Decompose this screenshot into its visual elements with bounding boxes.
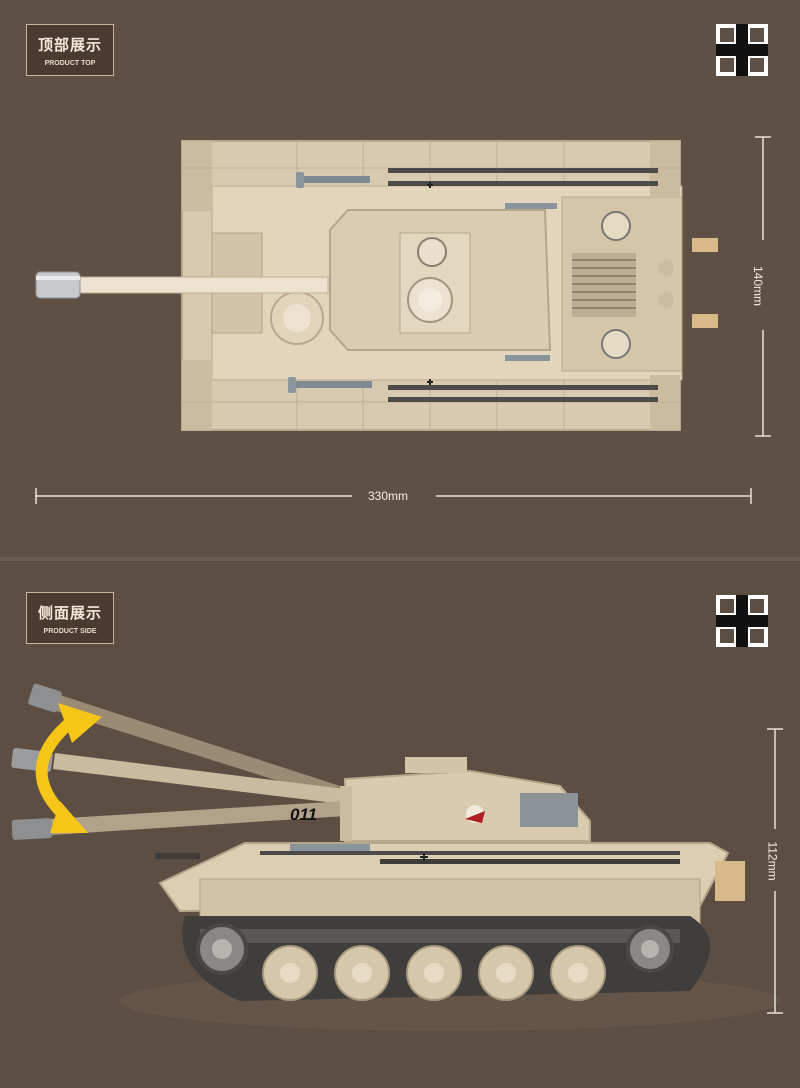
- product-side-title: 侧面展示: [37, 604, 102, 622]
- balkenkreuz-icon: [716, 24, 768, 76]
- product-top-subtitle: PRODUCT TOP: [44, 60, 96, 67]
- dimension-lines-top: [35, 136, 771, 504]
- side-view-panel: 侧面展示 PRODUCT SIDE: [0, 561, 800, 1088]
- length-dimension-label: 330mm: [368, 489, 409, 503]
- product-side-badge: 侧面展示 PRODUCT SIDE: [26, 592, 114, 644]
- gun-elevation-positions: [11, 683, 346, 840]
- balkenkreuz-icon: [716, 595, 768, 647]
- main-gun-top: [35, 232, 329, 345]
- tank-top-view: [35, 136, 771, 504]
- turret-side: [340, 757, 591, 842]
- top-view-panel: 顶部展示 PRODUCT TOP: [26, 24, 771, 504]
- elevation-arrow-icon: [35, 703, 102, 833]
- width-dimension-label: 140mm: [751, 265, 766, 307]
- height-dimension-label: 112mm: [765, 841, 780, 881]
- hull-number: 011: [290, 805, 317, 824]
- product-top-badge: 顶部展示 PRODUCT TOP: [26, 24, 114, 76]
- tank-hull-side: [155, 842, 745, 930]
- tank-side-view: 011: [11, 683, 783, 1031]
- product-side-subtitle: PRODUCT SIDE: [43, 628, 97, 635]
- turret-top: [329, 203, 557, 361]
- track-and-road-wheels: [182, 916, 711, 1001]
- engine-deck: [561, 196, 718, 372]
- dimension-lines-side: [767, 728, 783, 1014]
- product-top-title: 顶部展示: [37, 36, 102, 54]
- section-divider: [0, 557, 800, 561]
